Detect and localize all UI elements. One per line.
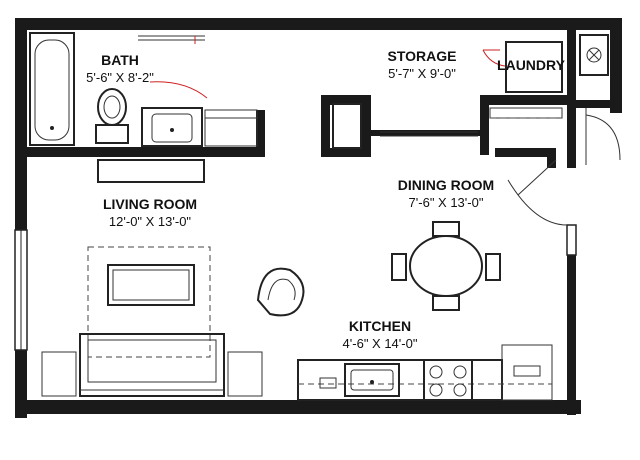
dining-room-size: 7'-6" X 13'-0" bbox=[409, 195, 484, 210]
kitchen-size: 4'-6" X 14'-0" bbox=[343, 336, 418, 351]
bath-shelf bbox=[204, 109, 258, 147]
tv-console bbox=[97, 159, 205, 183]
end-tables bbox=[41, 351, 263, 397]
bathtub bbox=[29, 32, 75, 146]
laundry-label: LAUNDRY bbox=[497, 57, 566, 73]
dining-room-label: DINING ROOM bbox=[398, 177, 494, 193]
kitchen-label: KITCHEN bbox=[349, 318, 411, 334]
storage-closet bbox=[332, 103, 478, 149]
laundry-machine bbox=[482, 41, 563, 119]
appliance-vents bbox=[319, 365, 541, 389]
entry-door bbox=[507, 108, 621, 226]
sofa bbox=[79, 333, 225, 397]
armchair bbox=[256, 267, 305, 317]
toilet bbox=[95, 88, 129, 144]
interior-walls bbox=[27, 95, 610, 168]
bath-size: 5'-6" X 8'-2" bbox=[86, 70, 154, 85]
living-room-label: LIVING ROOM bbox=[103, 196, 197, 212]
dining-table bbox=[391, 221, 501, 311]
rug bbox=[87, 246, 211, 358]
storage-label: STORAGE bbox=[388, 48, 457, 64]
bathroom-sink bbox=[141, 107, 203, 147]
coffee-table bbox=[107, 264, 195, 306]
hvac-unit bbox=[579, 34, 609, 76]
bath-door bbox=[138, 35, 208, 99]
bath-label: BATH bbox=[101, 52, 139, 68]
stove bbox=[423, 359, 473, 401]
storage-size: 5'-7" X 9'-0" bbox=[388, 66, 456, 81]
kitchen-counter bbox=[297, 344, 553, 401]
exterior-walls bbox=[14, 18, 622, 418]
living-room-size: 12'-0" X 13'-0" bbox=[109, 214, 192, 229]
kitchen-sink bbox=[344, 363, 400, 397]
